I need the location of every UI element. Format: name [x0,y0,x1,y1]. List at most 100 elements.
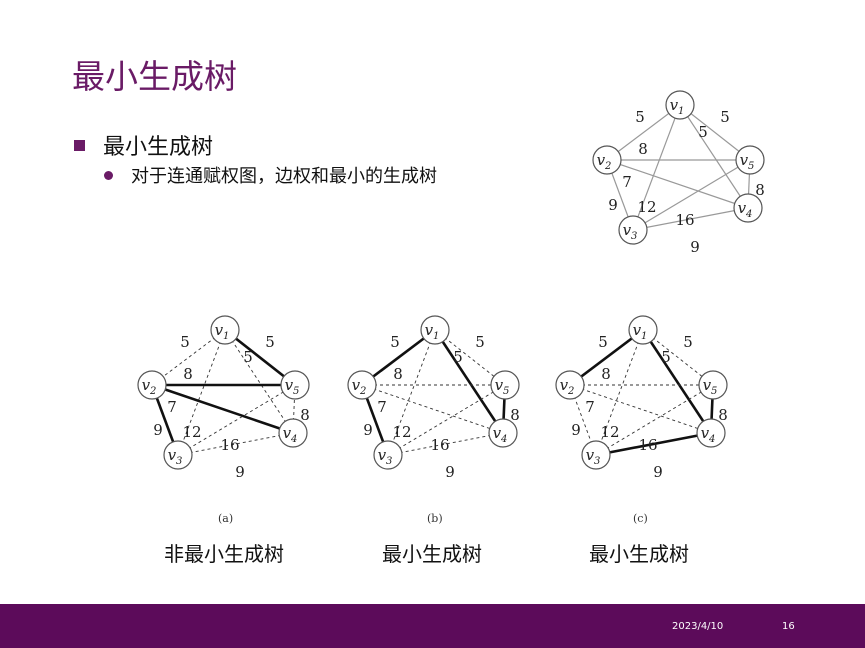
panel-b-label: (b) [427,512,443,525]
edge-v3-v5 [632,159,751,231]
vertex-v4 [733,193,763,223]
slide-title: 最小生成树 [72,57,237,96]
edge-weight-label: 5 [635,108,645,126]
vertex-v4 [278,418,308,448]
vertex-v4 [488,418,518,448]
edge-v1-v5 [434,329,506,386]
bullet-sub-text: 对于连通赋权图，边权和最小的生成树 [131,166,437,187]
edge-v2-v4 [151,383,294,435]
edge-weight-label: 16 [430,436,449,454]
vertex-v5 [735,145,765,175]
vertex-v5 [280,370,310,400]
edge-weight-label: 12 [392,423,411,441]
edge-weight-label: 9 [235,463,245,481]
edge-v1-v3 [177,329,226,456]
edge-v3-v4 [595,431,712,457]
edge-weight-label: 7 [167,398,177,416]
edge-weight-label: 9 [153,421,163,439]
edge-weight-label: 5 [390,333,400,351]
vertex-v2 [555,370,585,400]
edge-weight-label: 8 [755,181,765,199]
edge-weight-label: 5 [661,348,671,366]
edge-weight-label: 8 [183,365,193,383]
footer-date: 2023/4/10 [672,621,724,632]
edge-v3-v4 [632,207,749,231]
footer-bar: 2023/4/10 16 [0,604,865,648]
bullet-main-text: 最小生成树 [103,135,214,160]
vertex-v3 [618,215,648,245]
edge-v1-v5 [679,104,751,161]
edge-v3-v5 [177,384,296,456]
edge-weight-label: 5 [698,123,708,141]
edge-v1-v3 [595,329,644,456]
vertex-v3 [581,440,611,470]
panel-b-caption: 最小生成树 [382,542,482,566]
edge-v1-v3 [387,329,436,456]
edge-v1-v4 [679,104,749,209]
edge-weight-label: 5 [683,333,693,351]
edge-weight-label: 5 [265,333,275,351]
edge-weight-label: 12 [637,198,656,216]
edge-weight-label: 12 [600,423,619,441]
edge-v2-v4 [361,384,504,434]
vertex-v5 [490,370,520,400]
edge-v1-v2 [569,328,644,387]
vertex-v1 [665,90,695,120]
edge-v1-v4 [433,329,505,434]
edge-weight-label: 8 [393,365,403,383]
round-bullet-icon [104,170,113,180]
edge-v1-v2 [606,104,681,161]
edge-weight-label: 12 [182,423,201,441]
vertex-v2 [347,370,377,400]
vertex-v5 [698,370,728,400]
bullet-main: 最小生成树 [74,129,213,161]
edge-weight-label: 9 [445,463,455,481]
edge-weight-label: 9 [653,463,663,481]
edge-weight-label: 5 [243,348,253,366]
panel-c-caption: 最小生成树 [589,542,689,566]
edge-v1-v5 [642,329,714,386]
edge-v1-v4 [224,329,294,434]
panel-a-label: (a) [218,512,234,525]
square-bullet-icon [74,139,85,151]
edge-v1-v3 [632,104,681,231]
edge-v2-v4 [606,159,749,209]
edge-v2-v4 [569,384,712,434]
panel-c-label: (c) [633,512,648,525]
edge-weight-label: 5 [475,333,485,351]
edge-v1-v2 [361,328,436,387]
edge-v1-v4 [641,329,713,434]
bullet-sub: 对于连通赋权图，边权和最小的生成树 [104,162,437,188]
edge-weight-label: 8 [300,406,310,424]
vertex-v3 [163,440,193,470]
edge-v1-v5 [224,328,296,387]
edge-weight-label: 9 [690,238,700,256]
vertex-v2 [137,370,167,400]
edge-v3-v4 [177,432,294,456]
edge-weight-label: 5 [180,333,190,351]
edge-v3-v5 [595,384,714,456]
vertex-v1 [420,315,450,345]
edge-weight-label: 8 [638,140,648,158]
edge-weight-label: 5 [598,333,608,351]
edge-weight-label: 7 [622,173,632,191]
edge-weight-label: 9 [363,421,373,439]
vertex-v4 [696,418,726,448]
edge-v3-v4 [387,432,504,456]
edge-weight-label: 7 [585,398,595,416]
edge-weight-label: 16 [675,211,694,229]
edge-weight-label: 8 [718,406,728,424]
vertex-v2 [592,145,622,175]
edge-weight-label: 9 [608,196,618,214]
footer-page-number: 16 [782,621,795,632]
edge-weight-label: 5 [720,108,730,126]
edge-weight-label: 16 [220,436,239,454]
vertex-v1 [628,315,658,345]
vertex-v1 [210,315,240,345]
edge-weight-label: 9 [571,421,581,439]
edge-weight-label: 7 [377,398,387,416]
edge-weight-label: 16 [638,436,657,454]
edge-weight-label: 8 [510,406,520,424]
